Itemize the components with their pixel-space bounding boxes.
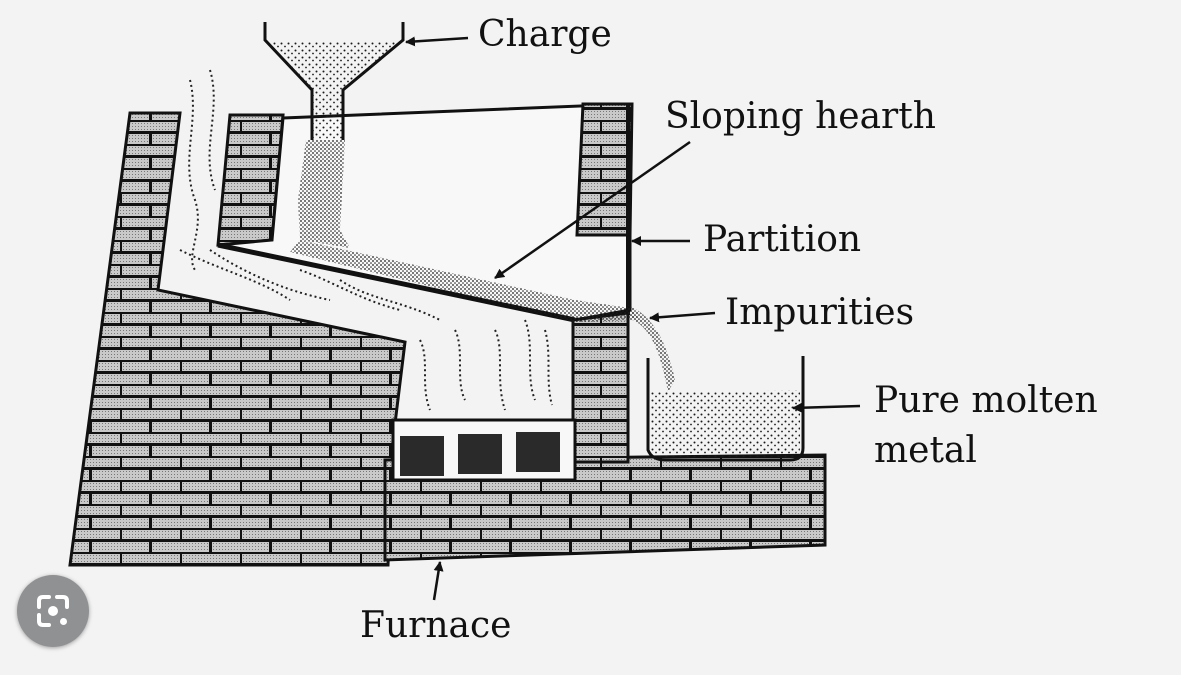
label-partition: Partition	[703, 219, 861, 260]
label-charge: Charge	[478, 14, 612, 55]
sloping-hearth	[217, 242, 576, 323]
firebox-grate-2	[458, 434, 502, 474]
google-lens-button[interactable]	[17, 575, 89, 647]
google-lens-icon	[37, 595, 69, 627]
lower-pillar	[571, 311, 630, 464]
label-furnace: Furnace	[360, 605, 512, 646]
molten-metal-arrow	[792, 402, 861, 413]
impurities-arrow	[649, 311, 716, 323]
leader-lines	[405, 36, 861, 601]
charge-material	[268, 42, 400, 140]
furnace-left-wall	[68, 111, 407, 567]
charge-arrow	[405, 36, 469, 47]
furnace-arrow	[432, 561, 444, 601]
label-sloping-hearth: Sloping hearth	[665, 96, 936, 137]
hot-gas-wisps	[179, 69, 553, 411]
charge-stream	[298, 140, 350, 248]
label-pure-molten-metal-1: Pure molten	[874, 380, 1098, 421]
hearth-material	[290, 240, 640, 322]
impurities-trickle	[628, 305, 675, 392]
molten-metal-container	[646, 356, 805, 462]
firebox-grate-1	[400, 436, 444, 476]
label-impurities: Impurities	[725, 292, 914, 333]
label-pure-molten-metal-2: metal	[874, 430, 977, 471]
pure-molten-metal	[651, 390, 800, 457]
firebox-grate-3	[516, 432, 560, 472]
sloping-hearth-arrow	[494, 140, 691, 280]
